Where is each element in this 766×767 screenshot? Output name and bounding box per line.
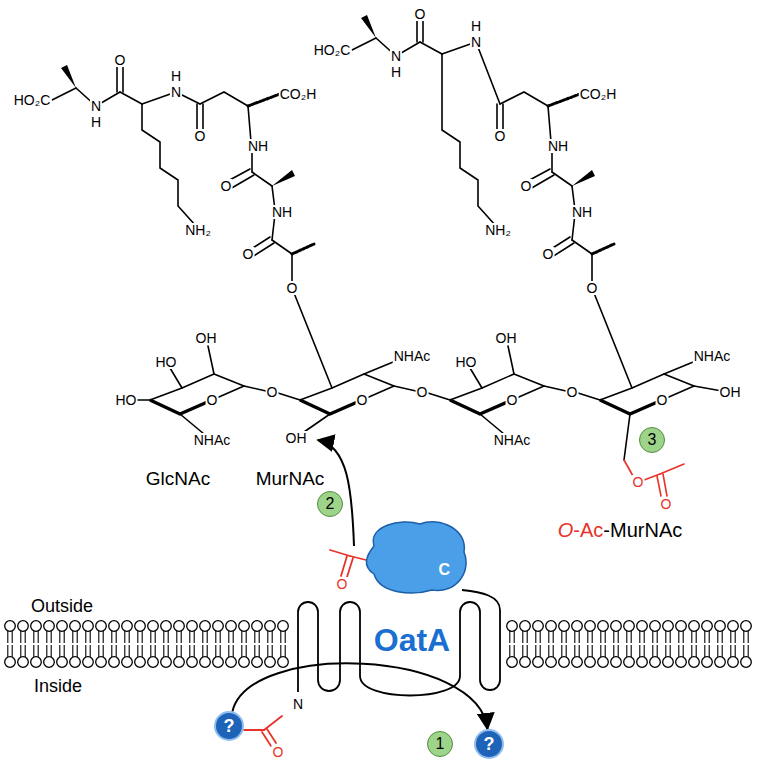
chem-atom-label: OH [285,431,308,445]
chem-atom-label: H [390,65,402,79]
chem-atom-label: NH [571,205,593,219]
chem-atom-label: HO₂C [313,43,352,57]
chem-atom-label: NHAc [693,349,732,363]
chem-atom-label: O [220,179,233,193]
chem-atom-label: NH₂ [484,223,512,237]
step-circle: 2 [317,491,343,517]
donor-circle: ? [214,711,244,741]
compartment-label: Inside [33,677,83,695]
chem-atom-label: O [506,393,519,407]
chem-atom-label: NHAc [493,433,532,447]
chem-atom-label: O [660,497,673,511]
chem-atom-label: HO [115,393,138,407]
chem-atom-label: O [494,129,507,143]
transfer-arrow [318,440,354,546]
chem-atom-label: O [286,281,299,295]
step-number: 3 [648,432,657,448]
peptide-stem [352,18,632,388]
terminus-label: N [292,697,304,711]
chem-atom-label: HO [155,355,178,369]
sugar-name: MurNAc [255,469,326,488]
chem-atom-label: O [242,247,255,261]
chem-atom-label: OH [195,331,218,345]
chem-atom-label: NHAc [393,349,432,363]
chem-atom-label: N [90,99,102,113]
chem-atom-label: H [90,115,102,129]
domain-outline [360,516,472,596]
chem-atom-label: HO₂C [13,93,52,107]
chem-atom-label: O [272,745,285,759]
chem-atom-label: O [566,385,579,399]
chem-atom-label: N [390,49,402,63]
chem-atom-label: O [632,475,645,489]
sugar-name: GlcNAc [145,469,211,488]
chem-atom-label: NH₂ [184,223,212,237]
chem-atom-label: NH [271,205,293,219]
chem-atom-label: O [206,393,219,407]
chem-atom-label: CO₂H [279,87,318,101]
terminus-label: C [438,562,450,578]
chem-atom-label: NH [547,139,569,153]
chem-atom-label: O [266,385,279,399]
chem-atom-label: N [170,85,182,99]
chem-atom-label: HO [455,355,478,369]
acetyl-group [244,716,282,746]
chem-atom-label: O [416,385,429,399]
protein-domain: C [360,516,472,596]
peptide-stem [52,64,332,388]
acetyl-group [624,460,684,496]
step-circle: 1 [427,731,453,757]
unknown-donor: ? [484,735,495,753]
chem-atom-label: N [470,35,482,49]
residue-name: O-Ac-MurNAc [557,520,683,540]
acetyl-group [330,550,366,577]
chem-atom-label: OH [495,331,518,345]
chem-atom-label: O [414,7,427,21]
chem-atom-label: O [656,393,669,407]
chem-atom-label: O [336,577,349,591]
transfer-arrow [232,663,487,729]
chem-atom-label: O [194,129,207,143]
unknown-donor: ? [224,717,235,735]
lipid-bilayer [5,621,752,668]
chem-atom-label: NHAc [193,433,232,447]
donor-circle: ? [474,729,504,759]
chem-atom-label: CO₂H [579,87,618,101]
chem-atom-label: O [356,393,369,407]
chem-atom-label: H [470,19,482,33]
step-circle: 3 [639,427,665,453]
chem-atom-label: H [170,69,182,83]
sugar-rings [136,346,722,496]
oata-transmembrane [298,590,500,696]
chem-atom-label: O [520,179,533,193]
protein-name: OatA [373,624,451,656]
step-number: 2 [326,496,335,512]
chem-atom-label: O [586,281,599,295]
chem-atom-label: OH [719,385,742,399]
chem-atom-label: O [114,53,127,67]
chem-atom-label: O [542,247,555,261]
compartment-label: Outside [30,597,94,615]
step-number: 1 [436,736,445,752]
chem-atom-label: NH [247,139,269,153]
